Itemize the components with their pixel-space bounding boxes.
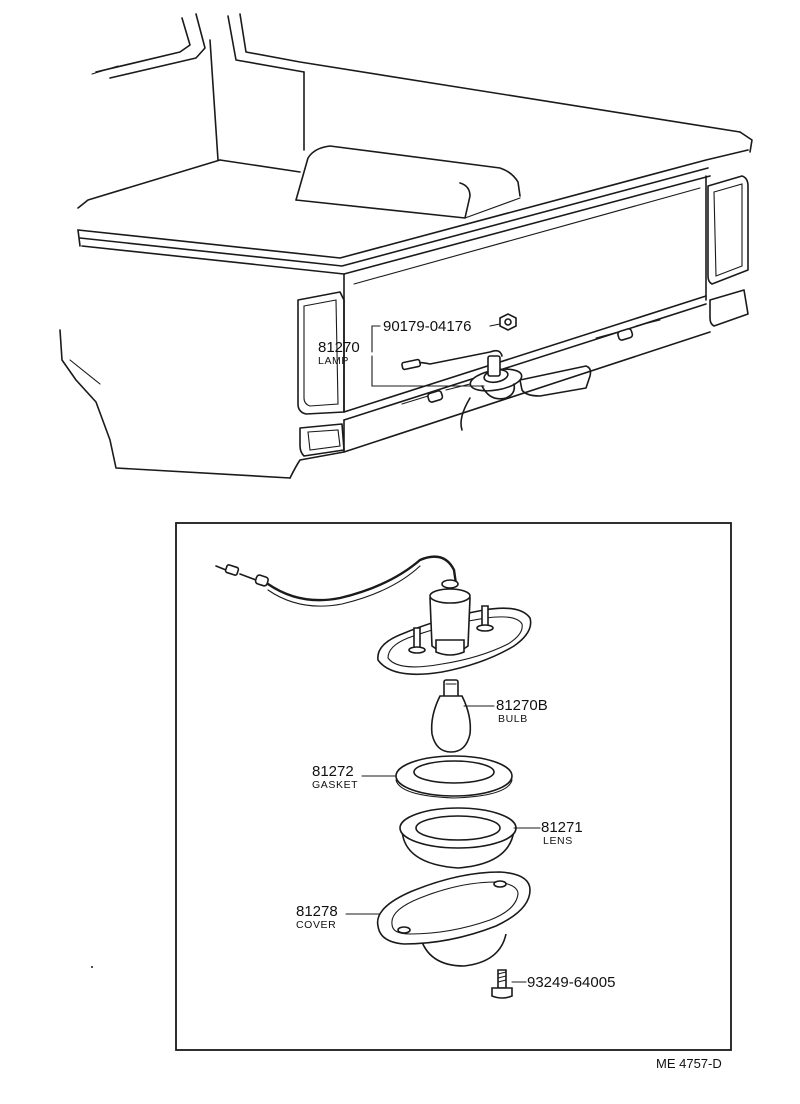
gasket-part-name: GASKET bbox=[312, 779, 358, 791]
screw-icon bbox=[491, 969, 527, 999]
scan-speck bbox=[91, 966, 93, 968]
nut-part-number: 90179-04176 bbox=[383, 318, 471, 335]
leader-lines-top bbox=[371, 323, 501, 387]
cover-icon bbox=[345, 871, 531, 967]
bulb-icon bbox=[430, 679, 495, 753]
lamp-part-name: LAMP bbox=[318, 355, 349, 367]
cover-part-number: 81278 bbox=[296, 903, 338, 920]
lens-icon bbox=[399, 807, 541, 869]
gasket-icon bbox=[361, 755, 513, 799]
lamp-socket-housing bbox=[377, 579, 532, 676]
truck-rear-illustration bbox=[59, 13, 753, 479]
cover-part-name: COVER bbox=[296, 919, 336, 931]
installed-lamp-assembly bbox=[401, 349, 523, 400]
screw-part-number: 93249-64005 bbox=[527, 974, 615, 991]
figure-reference: ME 4757-D bbox=[656, 1056, 722, 1071]
nut-icon bbox=[499, 313, 517, 331]
bulb-part-name: BULB bbox=[498, 713, 528, 725]
lens-part-number: 81271 bbox=[541, 819, 583, 836]
lens-part-name: LENS bbox=[543, 835, 573, 847]
gasket-part-number: 81272 bbox=[312, 763, 354, 780]
bulb-part-number: 81270B bbox=[496, 697, 548, 714]
lamp-wire-harness bbox=[215, 555, 458, 607]
lamp-part-number: 81270 bbox=[318, 339, 360, 356]
exploded-view-frame bbox=[175, 522, 732, 1051]
